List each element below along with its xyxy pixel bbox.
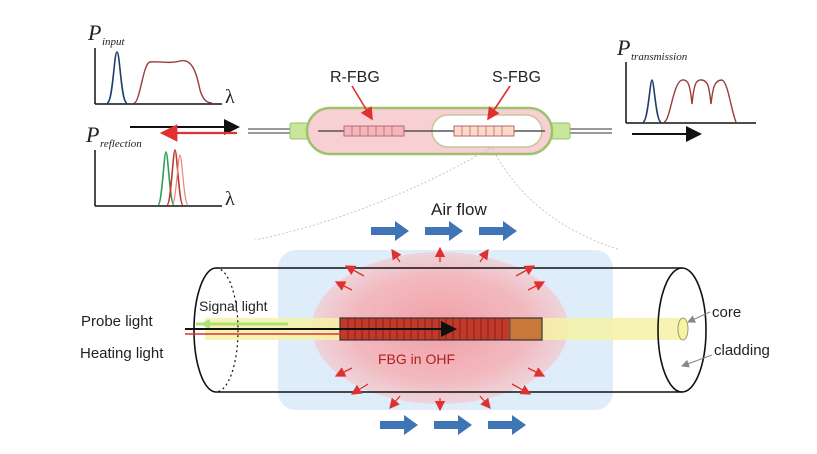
cladding-right-face xyxy=(657,267,707,393)
air-flow-label: Air flow xyxy=(431,200,487,219)
input-power-symbol: P xyxy=(87,20,101,45)
air-flow-arrow xyxy=(425,221,463,241)
air-flow-arrow xyxy=(371,221,409,241)
cladding-label: cladding xyxy=(714,342,770,359)
transmission-notched-curve xyxy=(663,79,737,123)
probe-light-label: Probe light xyxy=(81,313,154,330)
air-flow-arrow xyxy=(380,415,418,435)
r-fbg-label: R-FBG xyxy=(330,69,380,86)
air-flow-arrows-top xyxy=(371,221,517,241)
r-fbg-pointer-arrow xyxy=(351,85,373,121)
transmission-spectrum-panel: P transmission xyxy=(616,35,756,142)
cladding-pointer-arrow xyxy=(681,354,713,368)
input-spectrum-panel: P input λ xyxy=(87,20,235,108)
input-blue-peak xyxy=(106,51,128,104)
reference-grating-fringes xyxy=(351,126,393,136)
reflection-spectrum-panel: P reflection λ xyxy=(85,122,235,210)
s-fbg-label: S-FBG xyxy=(492,69,541,86)
s-fbg-pointer-arrow xyxy=(487,85,511,121)
air-flow-arrows-bottom xyxy=(380,415,526,435)
air-flow-arrow xyxy=(488,415,526,435)
ohf-end-segment xyxy=(509,317,543,341)
signal-light-label: Signal light xyxy=(199,298,268,314)
reflection-red-peak xyxy=(166,149,184,206)
reference-grating xyxy=(343,125,405,137)
zoom-guide-left xyxy=(254,147,491,241)
reflection-green-peak xyxy=(157,151,175,206)
heat-dissipation-arrows xyxy=(334,246,546,412)
input-power-subscript: input xyxy=(102,36,126,48)
reflection-shifted-peak xyxy=(171,154,189,206)
reflection-power-subscript: reflection xyxy=(100,138,142,150)
zoom-guide-right xyxy=(491,147,621,251)
transmission-power-subscript: transmission xyxy=(631,51,688,63)
input-wavelength-axis-label: λ xyxy=(225,86,235,108)
heating-light-label: Heating light xyxy=(80,345,164,362)
sensing-grating xyxy=(453,125,515,137)
reflection-wavelength-axis-label: λ xyxy=(225,188,235,210)
transmission-power-symbol: P xyxy=(616,35,630,60)
core-label: core xyxy=(712,304,741,321)
air-flow-arrow xyxy=(434,415,472,435)
core-end-face xyxy=(677,317,689,341)
fbg-package: R-FBG S-FBG xyxy=(248,69,612,156)
air-flow-arrow xyxy=(479,221,517,241)
signal-light-arrowhead xyxy=(200,319,210,329)
sensing-grating-fringes xyxy=(461,126,503,136)
transmission-blue-peak xyxy=(642,79,662,123)
core-pointer-arrow xyxy=(687,311,711,323)
reflection-power-symbol: P xyxy=(85,122,99,147)
fbg-in-ohf-label: FBG in OHF xyxy=(378,351,455,367)
input-broadband-curve xyxy=(133,59,213,104)
